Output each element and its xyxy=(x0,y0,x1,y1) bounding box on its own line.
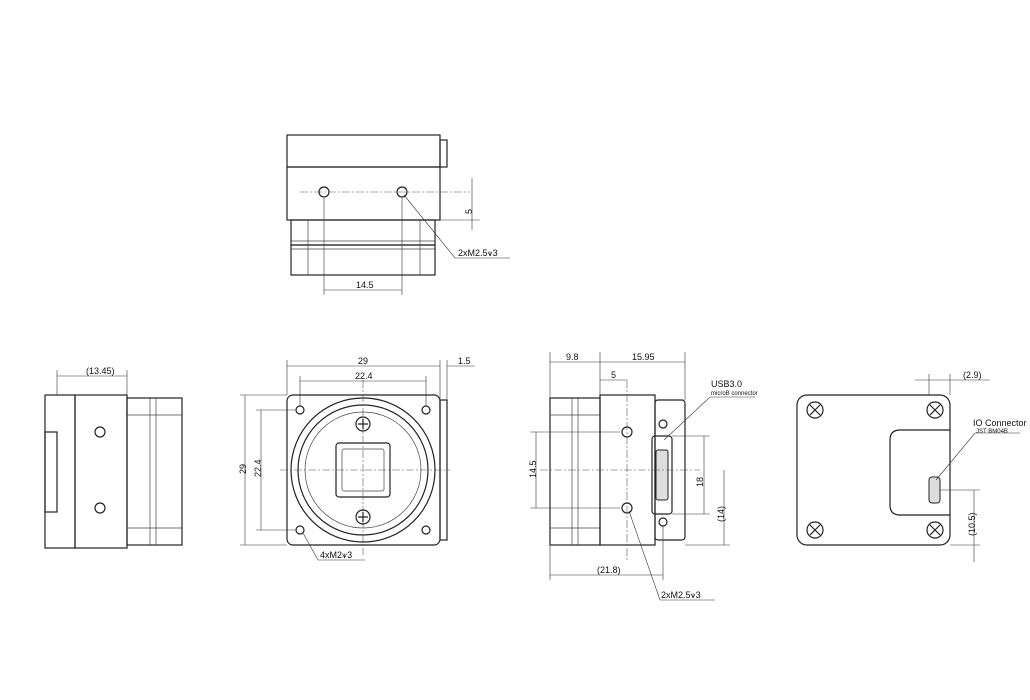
dim-height: 29 xyxy=(238,464,248,474)
io-sublabel: JST BM04B xyxy=(976,429,1008,435)
screw-icon xyxy=(926,521,944,539)
back-view: (2.9) (10.5) IO Connector JST BM04B xyxy=(796,370,1027,562)
dim-hole-spacing: 14.5 xyxy=(528,460,538,478)
dim-height: 5 xyxy=(464,209,474,214)
io-connector xyxy=(928,476,941,504)
hole-callout: 2xM2.5⩛3 xyxy=(661,590,701,600)
io-label: IO Connector xyxy=(973,418,1027,428)
dim-width: 29 xyxy=(358,356,368,366)
screw-icon xyxy=(806,401,824,419)
dim-connector-center: (14) xyxy=(716,506,726,522)
dim-hole-height: 22.4 xyxy=(253,459,263,477)
dim-depth: (13.45) xyxy=(86,366,115,376)
mount-hole xyxy=(318,186,330,198)
screw-icon xyxy=(355,509,371,525)
hole-callout: 2xM2.5⩛3 xyxy=(458,248,498,258)
screw-icon xyxy=(355,416,371,432)
front-view: 29 1.5 22.4 29 22.4 4xM2⩛3 xyxy=(238,356,475,561)
usb-sublabel: microB connector xyxy=(711,391,758,397)
dim-hole-width: 22.4 xyxy=(355,371,373,381)
dim-connector: 18 xyxy=(695,477,705,487)
left-side-view: (13.45) xyxy=(44,366,183,549)
dim-front: 9.8 xyxy=(566,352,579,362)
dim-hole-spacing: 14.5 xyxy=(356,280,374,290)
dim-flange: 1.5 xyxy=(458,356,471,366)
dim-offset: (2.9) xyxy=(963,370,982,380)
top-view: 14.5 5 2xM2.5⩛3 xyxy=(286,134,510,295)
dim-io-height: (10.5) xyxy=(967,512,977,536)
screw-icon xyxy=(806,521,824,539)
hole-callout: 4xM2⩛3 xyxy=(320,550,352,560)
dim-rear: 15.95 xyxy=(632,352,655,362)
dim-total: (21.8) xyxy=(597,565,621,575)
screw-icon xyxy=(926,401,944,419)
dim-hole-offset: 5 xyxy=(611,370,616,380)
usb-label: USB3.0 xyxy=(711,379,742,389)
right-side-view: 9.8 15.95 5 14.5 18 (14) (21.8) 2xM2.5⩛3… xyxy=(528,352,758,601)
mount-hole xyxy=(396,186,408,198)
usb-connector xyxy=(655,449,669,501)
